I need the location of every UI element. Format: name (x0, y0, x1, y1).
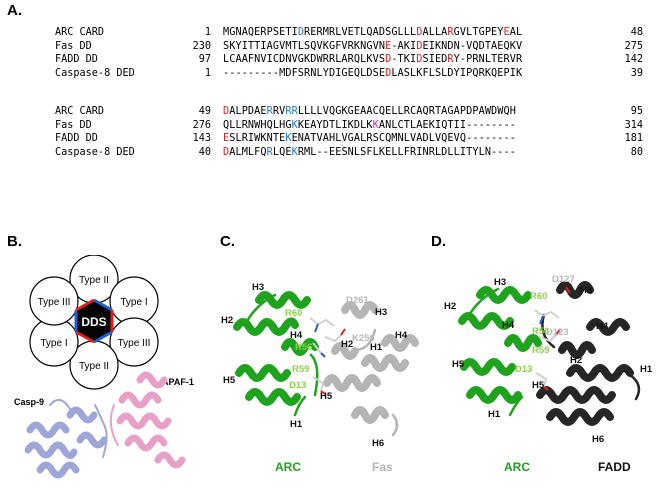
caption-arc-c: ARC (275, 460, 301, 474)
casp9-ribbon (24, 398, 108, 479)
fadd-structure (536, 281, 641, 426)
arc-helix-h1-d: H1 (488, 409, 501, 420)
arc-helix-h2-c: H2 (221, 315, 233, 326)
sequence-name: Fas DD (55, 119, 92, 131)
casp9-label: Casp-9 (14, 397, 44, 407)
fadd-helix-h4: H4 (596, 321, 609, 332)
dds-label: DDS (81, 315, 106, 329)
panel-label-c: C. (220, 233, 235, 250)
arc-helix-h5-c: H5 (223, 375, 236, 386)
sequence-name: Fas DD (55, 40, 92, 52)
residue-k256: K256 (352, 333, 375, 344)
arc-helix-h5-d: H5 (452, 359, 465, 370)
sequence-start: 1 (204, 67, 211, 79)
sequence-text: MGNAQERPSETIDRERMRLVETLQADSGLLLDALLARGVL… (223, 27, 523, 38)
panel-c-figure: H3 H2 H4 H5 H1 H3 H4 H2 H1 H5 H6 R60 R56… (221, 282, 419, 449)
residue-r60-c: R60 (285, 308, 302, 319)
sequence-name: FADD DD (55, 133, 98, 144)
interface-residues-c (309, 317, 346, 395)
sequence-start: 276 (192, 119, 211, 131)
residue-d261: D261 (346, 295, 369, 306)
arc-helix-h4-c: H4 (290, 330, 303, 341)
residue-r60-d: R60 (530, 291, 547, 302)
apaf1-label: APAF-1 (162, 377, 194, 387)
caption-fadd: FADD (598, 460, 631, 474)
caption-arc-d: ARC (504, 460, 530, 474)
sequence-start: 230 (192, 40, 211, 52)
arc-helix-h3-c: H3 (252, 282, 264, 293)
arc-helix-h3-d: H3 (494, 277, 506, 288)
sequence-start: 143 (192, 133, 211, 144)
fas-helix-h1: H1 (370, 342, 383, 353)
type-label-top: Type II (79, 275, 109, 286)
type-label-lower-left: Type I (40, 338, 67, 349)
sequence-end: 181 (624, 133, 643, 144)
sequence-text: SKYITTIAGVMTLSQVKGFVRKNGVNE-AKIDEIKNDN-V… (223, 40, 523, 52)
sequence-start: 49 (198, 106, 211, 117)
sequence-start: 1 (204, 27, 211, 38)
caption-fas: Fas (372, 460, 393, 474)
sequence-end: 80 (630, 146, 643, 158)
arc-helix-h2-d: H2 (444, 301, 456, 312)
sequence-end: 275 (624, 40, 643, 52)
sequence-end: 48 (630, 27, 643, 38)
sequence-text: ---------MDFSRNLYDIGEQLDSEDLASLKFLSLDYIP… (223, 67, 523, 79)
sequence-name: Caspase-8 DED (55, 146, 135, 158)
type-circle-upper-left: Type III (29, 276, 79, 326)
fas-helix-h5: H5 (320, 391, 333, 402)
residue-r59-d: R59 (532, 345, 549, 356)
sequence-start: 97 (198, 54, 211, 65)
arc-structure-c (233, 291, 319, 417)
fadd-helix-h5: H5 (532, 380, 545, 391)
fas-helix-h4: H4 (395, 330, 408, 341)
sequence-name: ARC CARD (55, 27, 105, 38)
panel-d-figure: H3 H2 H4 H5 H1 H3 H4 H2 H1 H5 H6 R60 R56… (444, 274, 653, 445)
fas-structure (323, 301, 419, 437)
sequence-end: 142 (624, 54, 643, 65)
sequence-text: ESLRIWKNTEKENATVAHLVGALRSCQMNLVADLVQEVQ-… (223, 133, 516, 144)
sequence-text: DALPDAERRVRRLLLLVQGKGEAACQELLRCAQRTAGAPD… (223, 106, 516, 117)
interface-residues-d (534, 286, 571, 391)
panel-label-a: A. (7, 2, 22, 19)
residue-d13-c: D13 (289, 380, 306, 391)
fadd-helix-h6: H6 (592, 434, 604, 445)
type-label-bottom: Type II (79, 361, 109, 372)
dds-hexagon: DDS (74, 298, 114, 344)
panel-b-figure: Type II Type I Type III Type II Type I T… (14, 255, 194, 479)
arc-helix-h1-c: H1 (290, 419, 303, 430)
sequence-text: QLLRNWHQLHGKKEAYDTLIKDLKKANLCTLAEKIQTII-… (223, 119, 516, 131)
residue-r56-d: R56 (532, 326, 549, 337)
sequence-end: 39 (630, 67, 643, 79)
fas-helix-h6: H6 (372, 438, 384, 449)
sequence-name: ARC CARD (55, 106, 105, 117)
sequence-name: Caspase-8 DED (55, 67, 135, 79)
fadd-helix-h3: H3 (580, 285, 592, 296)
sequence-start: 40 (198, 146, 211, 158)
sequence-end: 95 (630, 106, 643, 117)
sequence-end: 314 (624, 119, 643, 131)
arc-helix-h4-d: H4 (502, 320, 515, 331)
fas-helix-h2: H2 (341, 339, 353, 350)
residue-r59-c: R59 (292, 364, 309, 375)
sequence-alignment: ARC CARD 1 MGNAQERPSETIDRERMRLVETLQADSGLLL… (0, 0, 663, 190)
residue-d127: D127 (552, 274, 575, 285)
residue-d123: D123 (546, 327, 569, 338)
sequence-name: FADD DD (55, 54, 98, 65)
sequence-text: DALMLFQRLQEKRML--EESNLSFLKELLFRINRLDLLIT… (223, 146, 516, 158)
sequence-text: LCAAFNVICDNVGKDWRRLARQLKVSD-TKIDSIEDRY-P… (223, 54, 523, 65)
type-label-upper-right: Type I (120, 297, 147, 308)
residue-r56-c: R56 (295, 342, 312, 353)
type-label-upper-left: Type III (38, 297, 71, 308)
apaf1-ribbon (109, 371, 186, 469)
type-circle-lower-right: Type III (109, 317, 159, 367)
fas-helix-h3: H3 (375, 307, 387, 318)
fadd-helix-h2: H2 (570, 355, 582, 366)
panel-label-b: B. (7, 233, 22, 250)
fadd-helix-h1: H1 (640, 364, 653, 375)
residue-d13-d: D13 (515, 364, 532, 375)
panel-label-d: D. (431, 233, 446, 250)
type-label-lower-right: Type III (118, 338, 151, 349)
arc-structure-d (458, 286, 542, 417)
